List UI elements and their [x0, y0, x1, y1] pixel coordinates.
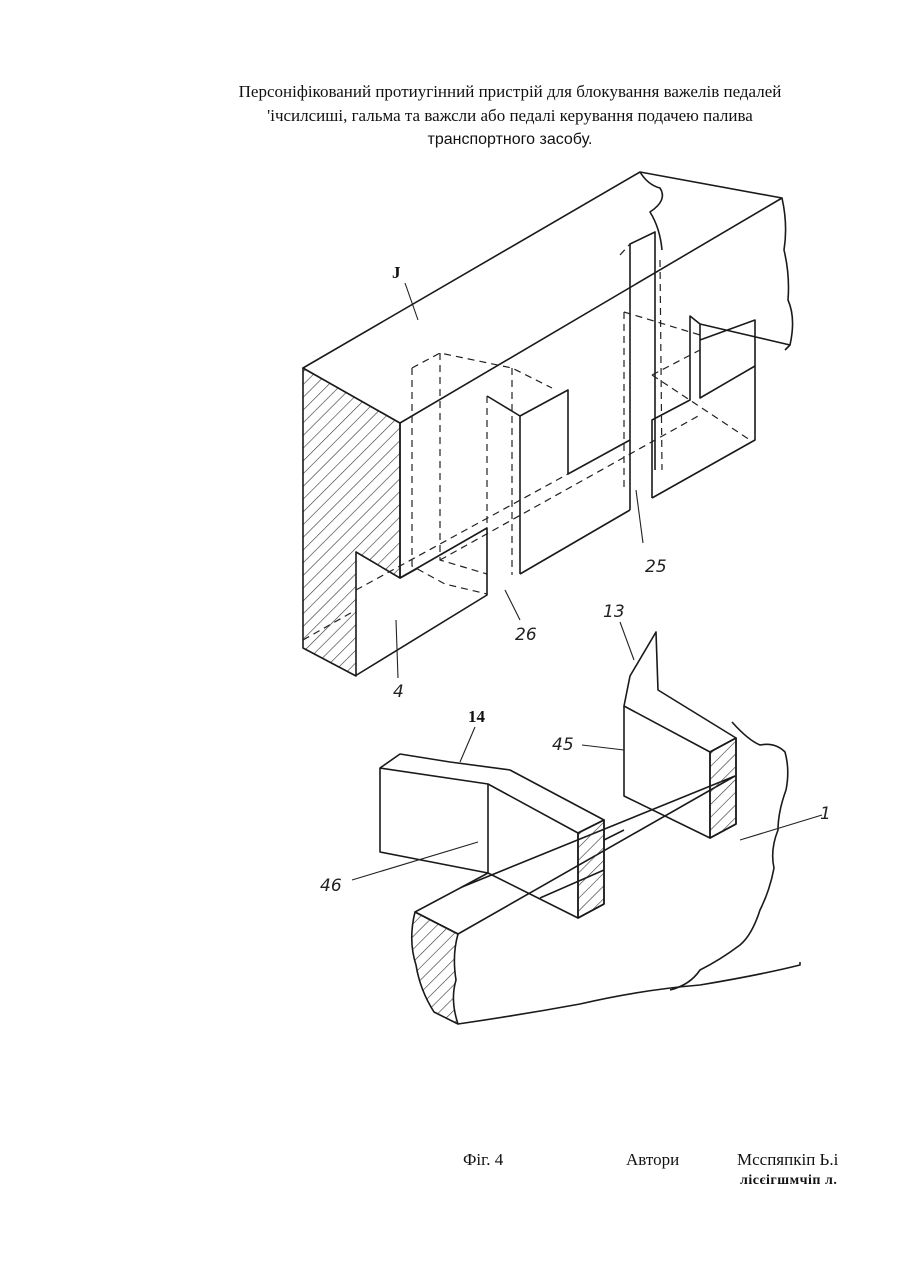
upper-block — [303, 172, 793, 676]
lower-block — [380, 632, 800, 1024]
label-14: 14 — [468, 707, 486, 726]
label-j: J — [392, 263, 401, 282]
label-26: 26 — [515, 625, 537, 645]
label-4: 4 — [393, 682, 404, 702]
authors-label: Автори — [626, 1150, 679, 1170]
label-1: 1 — [820, 804, 831, 824]
figure-caption: Фіг. 4 — [463, 1150, 503, 1170]
block14-hatch — [578, 820, 604, 918]
label-45: 45 — [552, 735, 574, 755]
block13-hatch — [710, 738, 736, 838]
base-section-hatch — [412, 912, 458, 1024]
label-46: 46 — [320, 876, 342, 896]
author-1: Мсспяпкіп Ь.і — [737, 1150, 838, 1170]
author-2: лісєігшмчіп л. — [740, 1173, 837, 1189]
label-25: 25 — [645, 557, 667, 577]
label-13: 13 — [603, 602, 625, 622]
